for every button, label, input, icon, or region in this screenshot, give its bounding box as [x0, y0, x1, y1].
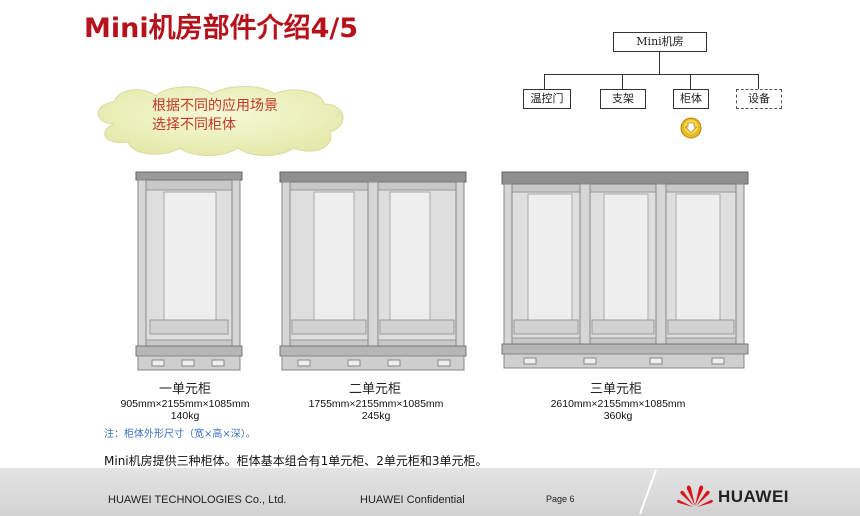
tree-node-equipment: 设备	[736, 89, 782, 109]
callout-line-1: 根据不同的应用场景	[152, 98, 278, 114]
cabinet-1-specs: 905mm×2155mm×1085mm 140kg	[96, 398, 274, 422]
three-unit-cabinet-image	[501, 171, 749, 369]
cabinet-1-name: 一单元柜	[158, 382, 211, 397]
page-number: Page 6	[546, 494, 575, 504]
callout-line-2: 选择不同柜体	[152, 117, 236, 133]
tree-node-cabinet: 柜体	[673, 89, 709, 109]
cabinet-3-name: 三单元柜	[589, 382, 642, 397]
slide-footer: HUAWEI TECHNOLOGIES Co., Ltd. HUAWEI Con…	[0, 468, 860, 516]
cabinet-3-dims: 2610mm×2155mm×1085mm	[550, 398, 686, 410]
tree-connector	[544, 74, 758, 75]
cabinet-2-weight: 245kg	[361, 410, 391, 422]
footer-brand: HUAWEI	[718, 487, 789, 506]
tree-connector	[622, 74, 623, 89]
tree-connector	[659, 52, 660, 74]
cabinet-3-specs: 2610mm×2155mm×1085mm 360kg	[520, 398, 716, 422]
one-unit-cabinet-image	[135, 171, 243, 371]
tree-node-door: 温控门	[523, 89, 571, 109]
cabinet-2-specs: 1755mm×2155mm×1085mm 245kg	[280, 398, 472, 422]
two-unit-cabinet-image	[279, 171, 467, 371]
callout-cloud	[97, 86, 344, 156]
cabinet-2-dims: 1755mm×2155mm×1085mm	[308, 398, 444, 410]
description-text: Mini机房提供三种柜体。柜体基本组合有1单元柜、2单元柜和3单元柜。	[104, 454, 488, 468]
tree-connector	[544, 74, 545, 89]
dimension-note: 注：柜体外形尺寸（宽×高×深）。	[104, 429, 256, 440]
down-arrow-circle-icon	[680, 117, 702, 139]
cabinet-1-weight: 140kg	[170, 410, 200, 422]
footer-confidential: HUAWEI Confidential	[360, 494, 465, 506]
footer-company: HUAWEI TECHNOLOGIES Co., Ltd.	[108, 494, 287, 506]
footer-divider	[639, 469, 657, 515]
cabinet-3-weight: 360kg	[603, 410, 633, 422]
tree-node-stand: 支架	[600, 89, 646, 109]
slide-title: Mini机房部件介绍4/5	[84, 13, 359, 44]
huawei-logo-icon	[677, 485, 713, 507]
tree-root: Mini机房	[613, 32, 707, 52]
cabinet-2-name: 二单元柜	[348, 382, 401, 397]
tree-connector	[690, 74, 691, 89]
cabinet-1-dims: 905mm×2155mm×1085mm	[120, 398, 250, 410]
tree-connector	[758, 74, 759, 89]
callout-text: 根据不同的应用场景 选择不同柜体	[152, 97, 278, 135]
